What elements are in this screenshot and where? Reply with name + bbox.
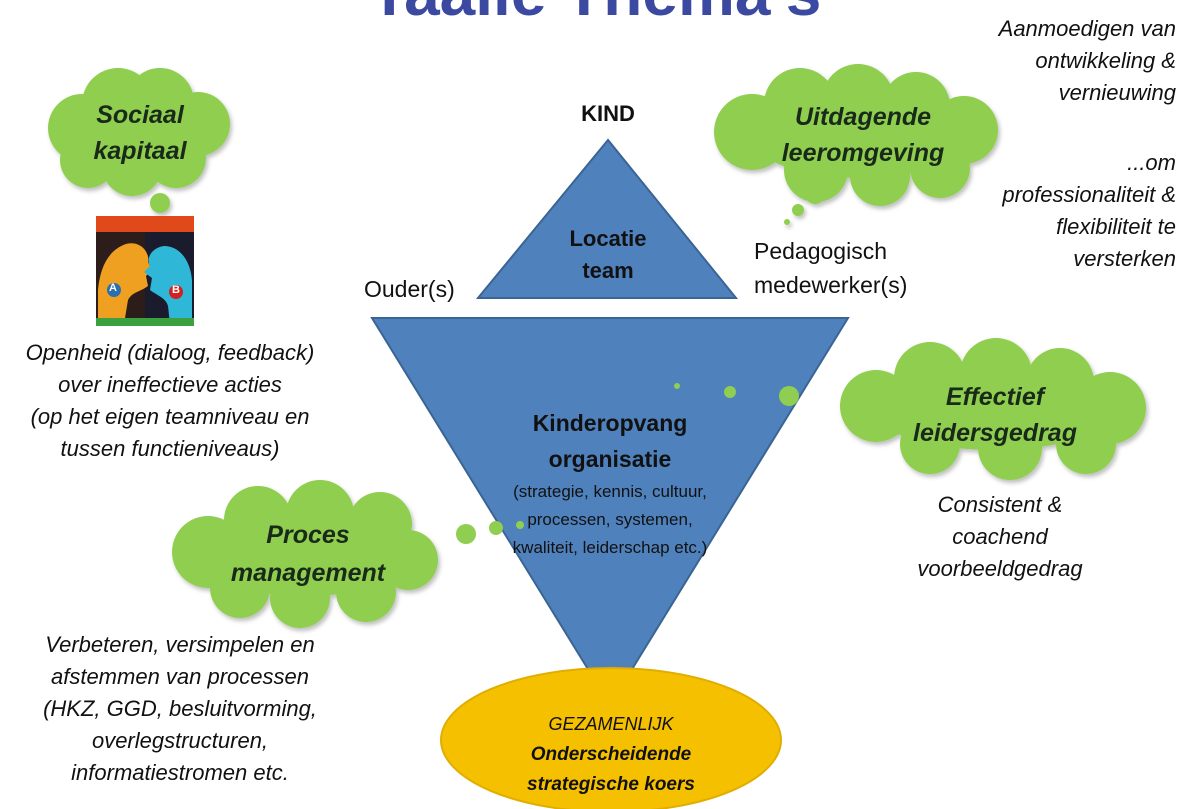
goal-line3: strategische koers: [527, 774, 695, 795]
triangle-left-label: Ouder(s): [364, 276, 455, 302]
mid-right-line2: professionaliteit &: [1002, 182, 1176, 207]
goal-line2: Onderscheidende: [530, 744, 692, 765]
triangle-center-line1: Locatie: [569, 226, 647, 251]
top-right-line3: vernieuwing: [1058, 80, 1176, 105]
verbeteren-line1: Verbeteren, versimpelen en: [45, 632, 315, 657]
goal-ellipse: [440, 667, 782, 809]
page-title: Taalle Thema's: [0, 0, 1191, 30]
cloud-effectief-leidersgedrag: [840, 338, 1146, 480]
cloud-proces-management: [172, 480, 438, 628]
cloud-proces-label-line1: Proces: [266, 521, 350, 549]
goal-line1: GEZAMENLIJK: [548, 714, 674, 734]
verbeteren-line3: (HKZ, GGD, besluitvorming,: [43, 696, 317, 721]
cloud-sociaal-kapitaal: [48, 68, 230, 230]
mid-right-line1: ...om: [1127, 150, 1176, 175]
cloud-sociaal-label-line2: kapitaal: [93, 137, 187, 165]
verbeteren-line4: overlegstructuren,: [91, 728, 269, 753]
mid-right-line4: versterken: [1073, 246, 1176, 271]
funnel-title-line1: Kinderopvang: [532, 410, 688, 436]
verbeteren-line5: informatiestromen etc.: [71, 760, 289, 785]
apex-label: KIND: [581, 101, 635, 126]
openheid-line1: Openheid (dialoog, feedback): [25, 340, 315, 365]
cloud-uitdagende-label-line1: Uitdagende: [794, 103, 932, 131]
cloud-effectief-label-line2: leidersgedrag: [913, 419, 1077, 447]
badge-b-label: B: [172, 284, 180, 296]
connector-dots-effectief: [674, 383, 799, 406]
mid-right-line3: flexibiliteit te: [1056, 214, 1176, 239]
organisatie-funnel: [370, 317, 850, 707]
cloud-effectief-label-line1: Effectief: [945, 383, 1045, 411]
consistent-line2: coachend: [952, 524, 1048, 549]
funnel-sub-line2: processen, systemen,: [527, 510, 693, 529]
top-right-line2: ontwikkeling &: [1035, 48, 1176, 73]
funnel-sub-line1: (strategie, kennis, cultuur,: [513, 482, 707, 501]
badge-a-label: A: [109, 282, 117, 294]
funnel-sub-line3: kwaliteit, leiderschap etc.): [512, 538, 708, 557]
triangle-right-label-line1: Pedagogisch: [754, 238, 887, 264]
cloud-sociaal-label-line1: Sociaal: [96, 101, 184, 129]
top-right-line1: Aanmoedigen van: [998, 16, 1176, 41]
two-faces-icon: [96, 216, 194, 326]
consistent-line1: Consistent &: [937, 492, 1063, 517]
openheid-line2: over ineffectieve acties: [58, 372, 282, 397]
connector-dots-proces: [456, 521, 524, 544]
funnel-title-line2: organisatie: [548, 446, 672, 472]
consistent-line3: voorbeeldgedrag: [917, 556, 1083, 581]
cloud-uitdagende-label-line2: leeromgeving: [781, 139, 945, 167]
verbeteren-line2: afstemmen van processen: [50, 664, 310, 689]
cloud-uitdagende-leeromgeving: [714, 64, 998, 225]
locatie-team-triangle: [475, 138, 739, 299]
triangle-center-line2: team: [582, 258, 634, 283]
openheid-line3: (op het eigen teamniveau en: [30, 404, 310, 429]
triangle-right-label-line2: medewerker(s): [754, 272, 908, 298]
openheid-line4: tussen functieniveaus): [60, 436, 280, 461]
cloud-proces-label-line2: management: [230, 559, 386, 587]
